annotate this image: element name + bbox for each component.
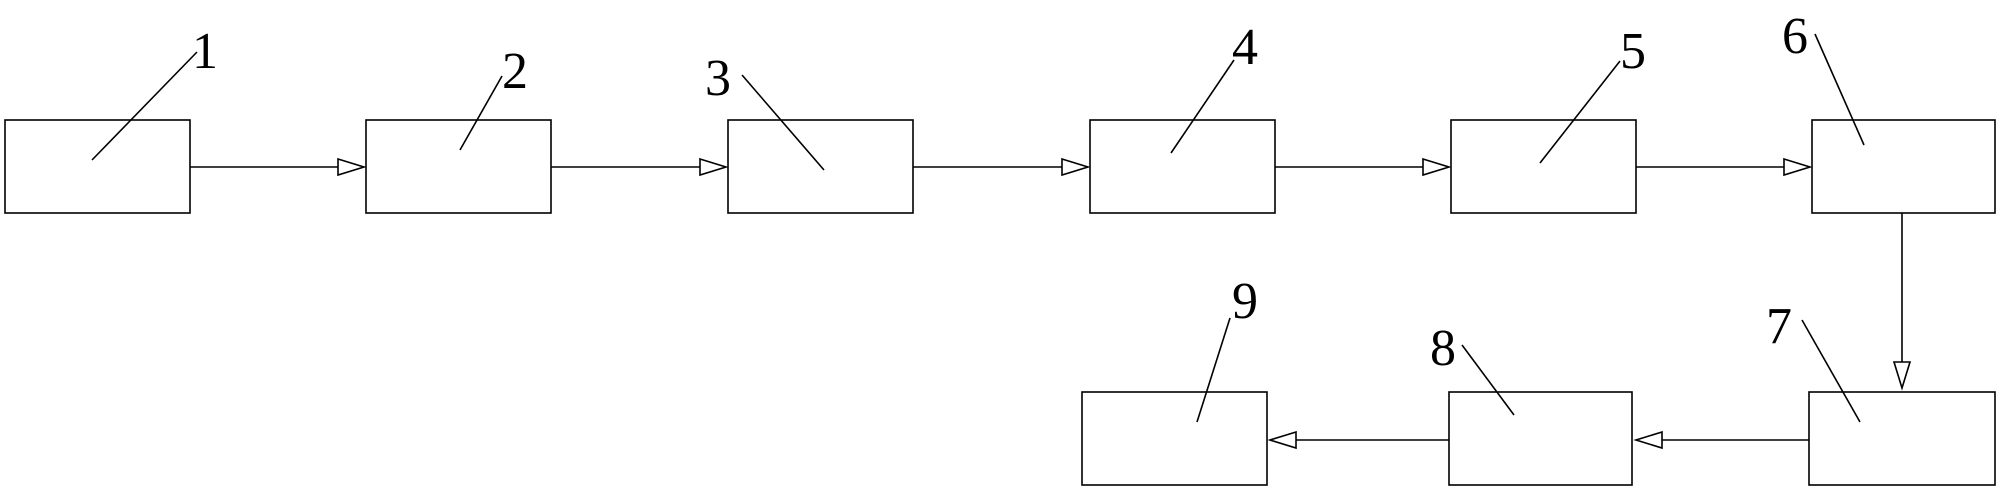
block-5: 5 xyxy=(1450,23,1646,214)
arrow-7-to-8-head xyxy=(1633,430,1663,450)
arrow-1-to-2 xyxy=(190,157,367,177)
block-3-label: 3 xyxy=(705,50,731,107)
block-1-label: 1 xyxy=(192,23,218,80)
block-9-rect xyxy=(1081,391,1268,486)
block-5-label: 5 xyxy=(1620,23,1646,80)
block-7-label: 7 xyxy=(1766,298,1792,355)
arrow-5-to-6 xyxy=(1636,157,1813,177)
block-7-rect xyxy=(1808,391,1996,486)
arrow-5-to-6-head xyxy=(1783,157,1813,177)
block-1-rect xyxy=(4,119,191,214)
arrow-8-to-9-head xyxy=(1267,430,1297,450)
block-4-rect xyxy=(1089,119,1276,214)
arrow-7-to-8 xyxy=(1633,430,1809,450)
block-9-leader xyxy=(1196,317,1231,423)
arrow-6-to-7-head xyxy=(1892,361,1912,391)
block-6-rect xyxy=(1811,119,1996,214)
arrow-6-to-7 xyxy=(1892,213,1912,391)
arrow-4-to-5-head xyxy=(1422,157,1452,177)
block-1-leader xyxy=(91,51,198,161)
arrow-8-to-9 xyxy=(1267,430,1449,450)
block-6: 6 xyxy=(1782,8,1996,214)
block-4: 4 xyxy=(1089,19,1276,214)
arrow-2-to-3 xyxy=(551,157,729,177)
block-9: 9 xyxy=(1081,273,1268,486)
block-3-leader xyxy=(741,74,825,171)
block-8-label: 8 xyxy=(1430,320,1456,377)
arrow-3-to-4-head xyxy=(1061,157,1091,177)
block-5-leader xyxy=(1539,60,1621,164)
block-2-rect xyxy=(365,119,552,214)
block-7-leader xyxy=(1801,319,1861,423)
block-2: 2 xyxy=(365,43,552,214)
block-6-label: 6 xyxy=(1782,8,1808,65)
arrow-2-to-3-head xyxy=(699,157,729,177)
block-1: 1 xyxy=(4,23,218,214)
block-8-rect xyxy=(1448,391,1633,486)
arrow-1-to-2-head xyxy=(337,157,367,177)
arrow-3-to-4 xyxy=(913,157,1091,177)
block-4-label: 4 xyxy=(1232,19,1258,76)
block-4-leader xyxy=(1170,59,1235,154)
arrow-4-to-5 xyxy=(1275,157,1452,177)
block-8: 8 xyxy=(1430,320,1633,486)
block-5-rect xyxy=(1450,119,1637,214)
block-2-label: 2 xyxy=(502,43,528,100)
block-7: 7 xyxy=(1766,298,1996,486)
block-9-label: 9 xyxy=(1232,273,1258,330)
block-6-leader xyxy=(1814,33,1865,146)
block-3: 3 xyxy=(705,50,914,214)
block-8-leader xyxy=(1461,344,1515,416)
block-2-leader xyxy=(459,75,503,151)
